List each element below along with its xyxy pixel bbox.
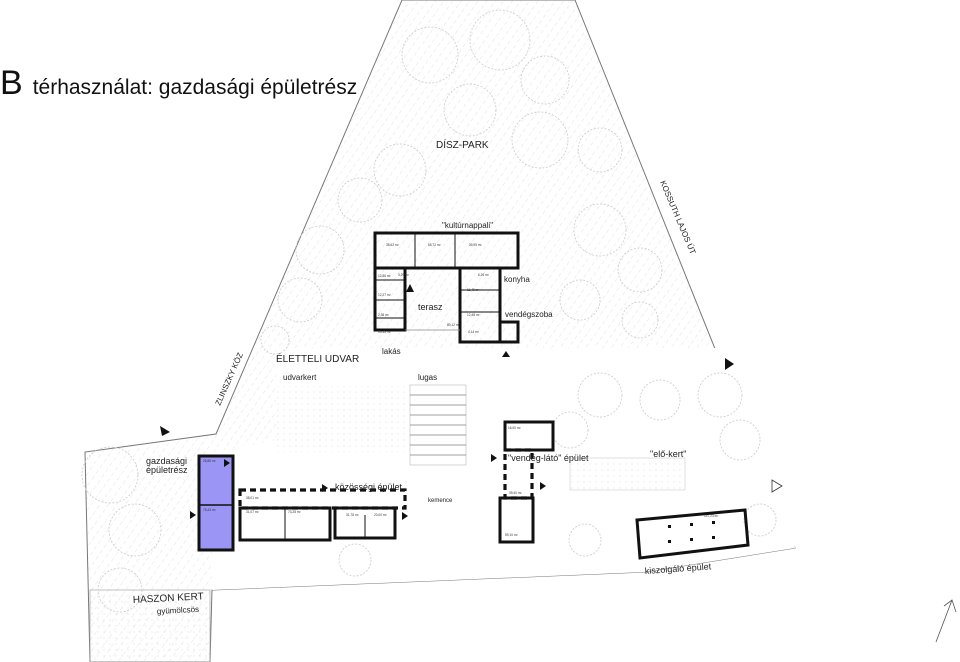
area-label: 38,62 m² [386, 243, 399, 247]
lakas-label: lakás [382, 347, 401, 356]
terasz-label: terasz [418, 302, 443, 312]
area-label: 20,00 m² [374, 513, 387, 517]
area-label: 39,40 m² [509, 491, 522, 495]
udvarkert-label: udvarkert [283, 373, 317, 382]
elokert-label: "elő-kert" [650, 449, 686, 459]
vendeglato-building [498, 420, 555, 544]
disz-park-label: DÍSZ-PARK [436, 138, 489, 151]
gazdasagi-label-1: gazdasági [146, 456, 187, 466]
area-label: 31,07 m² [246, 510, 259, 514]
entrance-arrow-icon [160, 284, 783, 520]
area-label: 12,48 m² [467, 313, 480, 317]
area-label: 31,78 m² [346, 513, 359, 517]
gazdasagi-label-2: épületrész [146, 465, 188, 475]
area-label: 59,10 m² [505, 533, 518, 537]
area-label: 76,43 m² [203, 508, 216, 512]
gazdasagi-building [197, 454, 235, 552]
area-label: 2,38 m² [378, 313, 389, 317]
haszon-kert-label: HASZON KERT [133, 591, 204, 606]
kulturnappali-label: "kultúrnappali" [442, 221, 493, 230]
kiszolgalo-building [635, 508, 750, 560]
area-label: 147,23 m² [704, 514, 718, 518]
area-label: 6,26 m² [478, 273, 489, 277]
area-label: 26,86 m² [203, 459, 216, 463]
area-label: 4,14 m² [468, 330, 479, 334]
eletteli-udvar-label: ÉLETTELI UDVAR [276, 352, 359, 365]
haszon-kert-area [89, 589, 211, 662]
area-label: 12,27 m² [378, 293, 391, 297]
konyha-label: konyha [504, 275, 530, 284]
udvarkert-area [277, 386, 409, 452]
lugas-label: lugas [418, 373, 437, 382]
area-label: 80,12 m² [447, 323, 460, 327]
area-label: 73,28 m² [288, 510, 301, 514]
kiszolgalo-label: kiszolgáló épület [644, 561, 712, 576]
area-label: 39,95 m² [469, 243, 482, 247]
title-text: térhasználat: gazdasági épületrész [32, 76, 358, 99]
area-label: 10,15 m² [378, 330, 391, 334]
area-label: 12,86 m² [378, 274, 391, 278]
elokert-area [569, 457, 686, 491]
kozossegi-label: közösségi épület [335, 482, 403, 492]
vendeglato-label: "vendég-látó" épület [508, 453, 589, 463]
kemence-label: kemence [428, 498, 453, 504]
title-letter: B [0, 64, 23, 102]
area-label: 11,49 m² [467, 288, 479, 292]
area-label: 3,29 m² [398, 273, 409, 277]
area-label: 38,01 m² [246, 496, 259, 500]
tree-canopies [81, 9, 777, 613]
gyumolcsos-label: gyümölcsös [157, 605, 200, 616]
area-label: 65,72 m² [428, 243, 441, 247]
lakas-building [373, 231, 520, 344]
north-arrow-icon [935, 599, 957, 643]
vendegszoba-label: vendégszoba [505, 310, 553, 319]
area-label: 16,00 m² [508, 426, 521, 430]
lugas-pergola [409, 384, 467, 466]
